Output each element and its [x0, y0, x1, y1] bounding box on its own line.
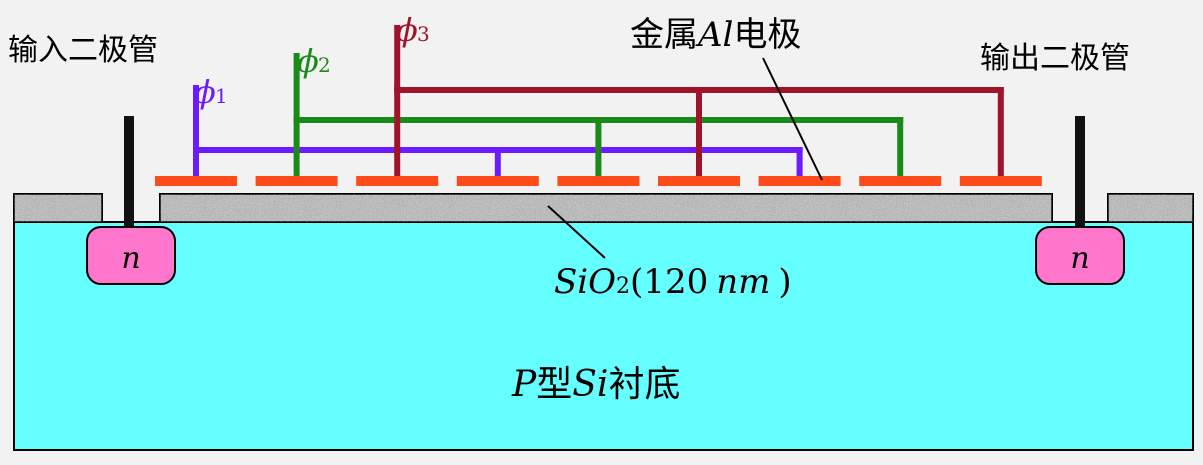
metal-electrodes — [155, 176, 1042, 186]
n-label-left: n — [121, 241, 140, 276]
clock-bus-lines — [193, 25, 1004, 179]
n-region-left — [86, 226, 176, 285]
metal-electrode-pointer — [762, 57, 823, 181]
phase-1-subscript: 1 — [215, 84, 228, 108]
metal-electrode-label: 金属Al电极 — [630, 15, 801, 55]
oxide-unit: nm — [716, 262, 770, 302]
substrate-type: 型 — [536, 364, 572, 405]
oxide-close: ) — [778, 262, 791, 302]
output-diode-lead — [1075, 116, 1085, 232]
electrode-8 — [859, 176, 942, 186]
n-label-right: n — [1070, 241, 1089, 276]
substrate-label: P型Si衬底 — [511, 364, 680, 405]
oxide-si: SiO — [554, 262, 616, 302]
electrode-5 — [557, 176, 640, 186]
oxide-thickness: (120 — [630, 262, 708, 302]
metal-label-al: Al — [695, 15, 733, 55]
electrode-1 — [155, 176, 237, 186]
metal-label-prefix: 金属 — [630, 15, 698, 55]
phase-3-subscript: 3 — [417, 22, 430, 46]
electrode-4 — [456, 176, 539, 186]
substrate-p: P — [511, 364, 537, 405]
oxide-layers — [13, 193, 1194, 223]
electrode-7 — [758, 176, 841, 186]
metal-label-suffix: 电极 — [733, 15, 801, 55]
electrode-2 — [255, 176, 338, 186]
phase-2-subscript: 2 — [318, 53, 331, 77]
phase-label-3: ϕ 3 — [396, 11, 430, 49]
n-region-right — [1035, 226, 1125, 285]
substrate-suffix: 衬底 — [608, 364, 680, 405]
oxide-pointer — [547, 205, 606, 259]
electrode-6 — [658, 176, 740, 186]
substrate-si: Si — [572, 364, 608, 405]
electrode-9 — [959, 176, 1042, 186]
electrode-3 — [356, 176, 439, 186]
phase-label-1: ϕ 1 — [194, 73, 228, 111]
output-diode-label: 输出二极管 — [980, 41, 1130, 76]
phase-label-2: ϕ 2 — [297, 42, 331, 80]
phase-2-symbol: ϕ — [297, 42, 319, 80]
input-diode-label: 输入二极管 — [8, 33, 158, 68]
oxide-subscript: 2 — [616, 274, 630, 299]
phase-3-symbol: ϕ — [396, 11, 418, 49]
p-si-substrate — [13, 221, 1194, 451]
input-diode-lead — [124, 116, 134, 232]
phase-1-symbol: ϕ — [194, 73, 216, 111]
